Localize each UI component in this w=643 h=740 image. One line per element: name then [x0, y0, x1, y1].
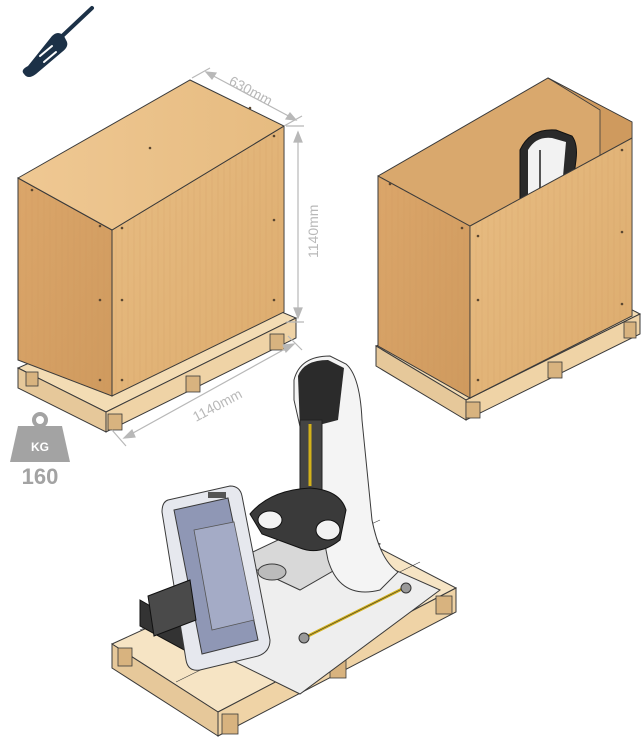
screwdriver-icon	[22, 6, 94, 77]
height-dimension-label: 1140mm	[305, 205, 321, 258]
dimension-lines	[111, 67, 304, 447]
closed-crate	[16, 79, 298, 433]
unpacked-machine	[110, 355, 458, 737]
weight-unit: KG	[31, 440, 49, 454]
weight-icon	[10, 412, 70, 462]
open-crate	[374, 77, 642, 421]
weight-value: 160	[22, 464, 59, 489]
